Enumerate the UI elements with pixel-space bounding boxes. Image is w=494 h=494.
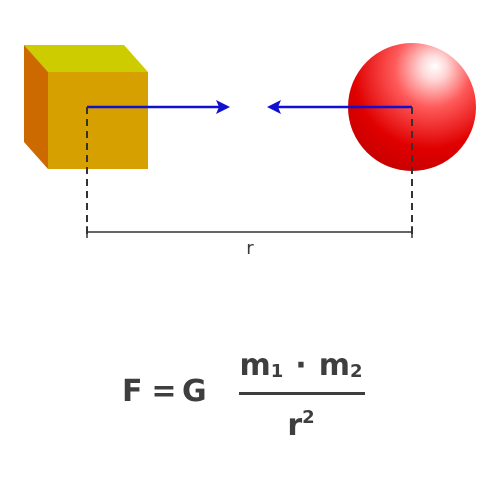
equals-sign: = bbox=[151, 374, 177, 409]
gravitation-formula: F=G m1·m2 r2 bbox=[122, 346, 372, 446]
arrow-right bbox=[87, 100, 230, 114]
distance-symbol: r bbox=[287, 408, 303, 443]
fraction-bar bbox=[239, 392, 365, 395]
mass-1-symbol: m bbox=[239, 348, 271, 383]
distance-bar bbox=[86, 226, 413, 238]
gravity-diagram bbox=[24, 43, 476, 238]
formula-left-side: F=G bbox=[122, 372, 212, 412]
multiply-dot: · bbox=[295, 348, 307, 383]
distance-label: r bbox=[246, 238, 254, 259]
constant-symbol: G bbox=[182, 374, 207, 409]
formula-denominator: r2 bbox=[236, 400, 366, 444]
force-symbol: F bbox=[122, 374, 143, 409]
cube-object bbox=[24, 45, 148, 169]
mass-2-subscript: 2 bbox=[349, 361, 363, 382]
mass-2-symbol: m bbox=[318, 348, 350, 383]
arrow-left bbox=[267, 100, 412, 114]
cube-front-face bbox=[48, 72, 148, 169]
cube-top-face bbox=[24, 45, 148, 72]
cube-side-face bbox=[24, 45, 48, 169]
formula-numerator: m1·m2 bbox=[236, 348, 366, 390]
mass-1-subscript: 1 bbox=[270, 361, 284, 382]
distance-exponent: 2 bbox=[302, 407, 315, 428]
